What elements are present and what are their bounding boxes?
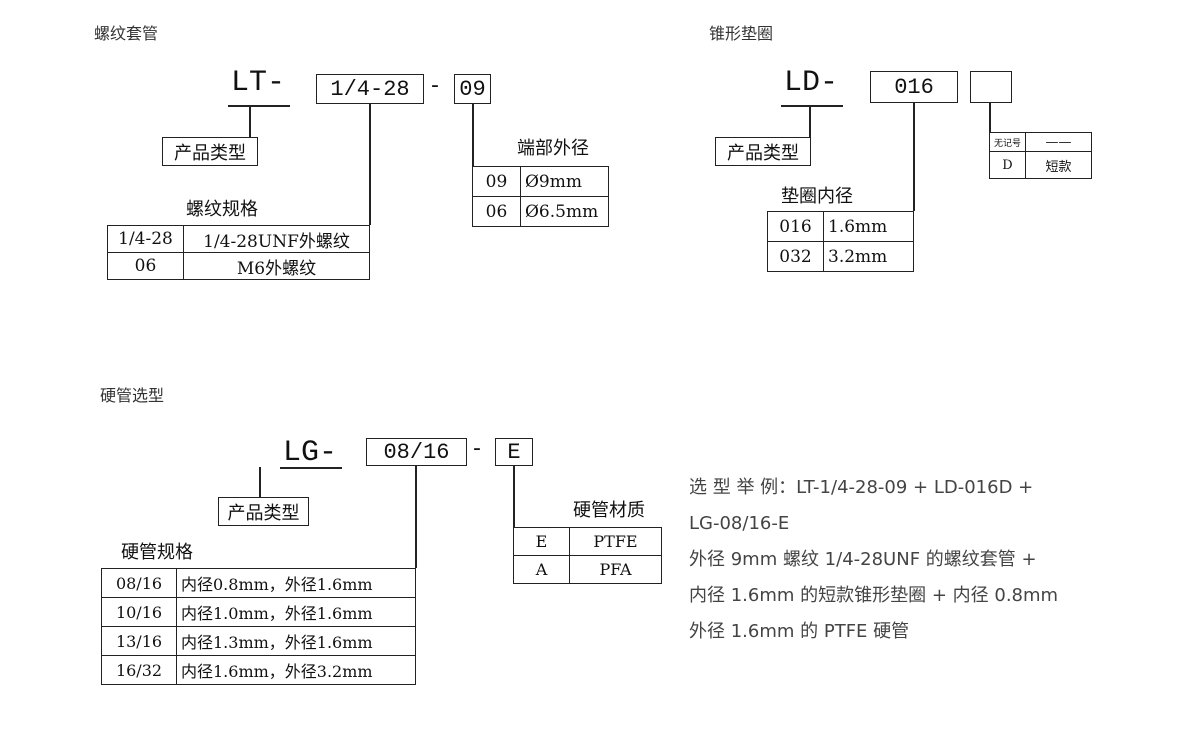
ld-style-table: 无记号 —— D 短款 [988,132,1092,179]
lg-prefix: LG- [283,436,338,470]
table-cell: 1/4-28 [107,225,184,253]
lt-prefix: LT- [231,66,286,100]
table-row: 无记号 —— [988,132,1092,152]
table-cell: —— [1025,132,1092,152]
lt-thread-spec-title: 螺纹规格 [186,199,258,220]
ld-prefix: LD- [784,66,839,100]
lt-end-table: 09 Ø9mm 06 Ø6.5mm [472,166,609,227]
ld-style-leader [989,103,991,132]
ld-type-leader [809,105,811,138]
lt-thread-code-box: 1/4-28 [316,74,424,104]
table-cell: 3.2mm [823,241,914,272]
example-line: 外径 9mm 螺纹 1/4-28UNF 的螺纹套管 + [689,549,1037,570]
lt-product-type-box: 产品类型 [162,137,258,166]
table-cell: 08/16 [101,568,177,598]
table-row: D 短款 [988,151,1092,179]
lt-end-leader [472,104,474,166]
ld-inner-diameter-title: 垫圈内径 [781,186,853,207]
lt-section-title: 螺纹套管 [94,24,159,43]
table-cell: 16/32 [101,655,177,685]
lt-end-diameter-title: 端部外径 [517,138,589,159]
ld-id-code-box: 016 [870,71,958,103]
ld-section-title: 锥形垫圈 [709,24,774,43]
ld-inner-table: 016 1.6mm 032 3.2mm [767,211,914,272]
ld-style-code-box [970,71,1012,103]
example-line: 内径 1.6mm 的短款锥形垫圈 + 内径 0.8mm [689,585,1059,606]
table-row: 016 1.6mm [767,211,914,242]
table-cell: M6外螺纹 [183,252,370,280]
table-cell: 06 [107,252,184,280]
selection-example: 选 型 举 例：LT-1/4-28-09 + LD-016D + LG-08/1… [689,470,1058,650]
lg-separator: - [473,436,481,461]
table-cell: 无记号 [988,132,1027,152]
table-cell: 1.6mm [823,211,914,242]
table-cell: 09 [472,166,521,197]
example-line: 外径 1.6mm 的 PTFE 硬管 [689,621,910,642]
ld-id-leader [913,103,915,211]
table-cell: D [988,151,1027,179]
lg-material-table: E PTFE A PFA [513,527,662,584]
lg-spec-leader [415,466,417,568]
lg-material-leader [513,466,515,527]
lg-product-type-box: 产品类型 [218,497,309,526]
table-cell: PTFE [569,527,662,556]
lg-prefix-underline [280,467,342,469]
table-row: 06 M6外螺纹 [107,252,370,280]
lg-material-code-box: E [495,438,533,466]
table-cell: 032 [767,241,824,272]
lg-section-title: 硬管选型 [100,386,165,405]
lt-thread-leader [369,104,371,225]
table-cell: 016 [767,211,824,242]
table-cell: 1/4-28UNF外螺纹 [183,225,370,253]
table-row: E PTFE [513,527,662,556]
table-row: 09 Ø9mm [472,166,609,197]
ld-product-type-box: 产品类型 [715,137,811,166]
example-line: LG-08/16-E [689,513,790,534]
lt-prefix-underline [228,105,290,107]
lg-type-leader [259,467,261,498]
table-cell: 内径0.8mm，外径1.6mm [176,568,416,598]
lt-type-leader [249,105,251,138]
lt-thread-table: 1/4-28 1/4-28UNF外螺纹 06 M6外螺纹 [107,225,370,280]
table-row: A PFA [513,555,662,584]
table-cell: 内径1.6mm，外径3.2mm [176,655,416,685]
table-cell: E [513,527,570,556]
table-row: 13/16 内径1.3mm，外径1.6mm [101,626,416,656]
lg-spec-table: 08/16 内径0.8mm，外径1.6mm 10/16 内径1.0mm，外径1.… [101,568,416,685]
lg-spec-title: 硬管规格 [121,542,193,563]
table-cell: 内径1.0mm，外径1.6mm [176,597,416,627]
lt-separator: - [431,73,439,98]
table-row: 1/4-28 1/4-28UNF外螺纹 [107,225,370,253]
table-cell: PFA [569,555,662,584]
table-cell: 13/16 [101,626,177,656]
table-cell: 内径1.3mm，外径1.6mm [176,626,416,656]
table-row: 06 Ø6.5mm [472,196,609,227]
table-cell: 短款 [1025,151,1092,179]
table-cell: Ø6.5mm [520,196,609,227]
example-line: 选 型 举 例：LT-1/4-28-09 + LD-016D + [689,477,1034,498]
table-row: 10/16 内径1.0mm，外径1.6mm [101,597,416,627]
table-cell: 06 [472,196,521,227]
table-cell: 10/16 [101,597,177,627]
lg-spec-code-box: 08/16 [366,438,467,466]
ld-prefix-underline [781,105,843,107]
table-row: 032 3.2mm [767,241,914,272]
table-cell: A [513,555,570,584]
lt-end-code-box: 09 [454,74,491,104]
table-row: 16/32 内径1.6mm，外径3.2mm [101,655,416,685]
table-row: 08/16 内径0.8mm，外径1.6mm [101,568,416,598]
lg-material-title: 硬管材质 [573,500,645,521]
table-cell: Ø9mm [520,166,609,197]
